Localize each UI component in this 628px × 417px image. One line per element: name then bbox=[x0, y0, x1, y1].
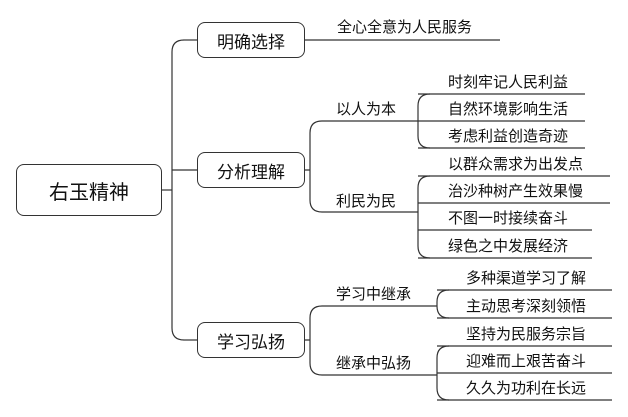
connector-learn-spine bbox=[305, 305, 323, 376]
leaf-people-first-3: 考虑利益创造奇迹 bbox=[448, 127, 569, 145]
group-label-benefit-people: 利民为民 bbox=[336, 192, 397, 210]
branch-node-choice: 明确选择 bbox=[197, 22, 305, 58]
root-node: 右玉精神 bbox=[16, 164, 162, 216]
connector-benefit-spine bbox=[417, 175, 431, 259]
branch-label-choice: 明确选择 bbox=[217, 32, 285, 53]
leaf-promote-3: 久久为功利在长远 bbox=[466, 379, 587, 397]
leaf-inherit-1: 多种渠道学习了解 bbox=[466, 269, 587, 287]
branch-node-learn: 学习弘扬 bbox=[197, 322, 305, 358]
leaf-benefit-1: 以群众需求为出发点 bbox=[448, 155, 584, 173]
leaf-inherit-2: 主动思考深刻领悟 bbox=[466, 297, 587, 315]
leaf-benefit-2: 治沙种树产生效果慢 bbox=[448, 182, 584, 200]
group-label-promote: 继承中弘扬 bbox=[336, 354, 412, 372]
leaf-choice-1: 全心全意为人民服务 bbox=[337, 18, 473, 36]
branch-label-learn: 学习弘扬 bbox=[217, 332, 285, 353]
branch-node-analysis: 分析理解 bbox=[197, 152, 305, 188]
branch-label-analysis: 分析理解 bbox=[217, 162, 285, 183]
leaf-promote-1: 坚持为民服务宗旨 bbox=[466, 325, 587, 343]
connector-root-spine bbox=[171, 39, 185, 341]
leaf-promote-2: 迎难而上艰苦奋斗 bbox=[466, 352, 587, 370]
group-label-people-first: 以人为本 bbox=[336, 100, 397, 118]
leaf-people-first-2: 自然环境影响生活 bbox=[448, 100, 569, 118]
connector-inherit-spine bbox=[436, 289, 450, 319]
leaf-people-first-1: 时刻牢记人民利益 bbox=[448, 73, 569, 91]
leaf-benefit-3: 不图一时接续奋斗 bbox=[448, 209, 569, 227]
connector-analysis-spine bbox=[305, 120, 323, 213]
group-label-inherit: 学习中继承 bbox=[336, 285, 412, 303]
root-label: 右玉精神 bbox=[49, 179, 129, 204]
leaf-benefit-4: 绿色之中发展经济 bbox=[448, 237, 569, 255]
